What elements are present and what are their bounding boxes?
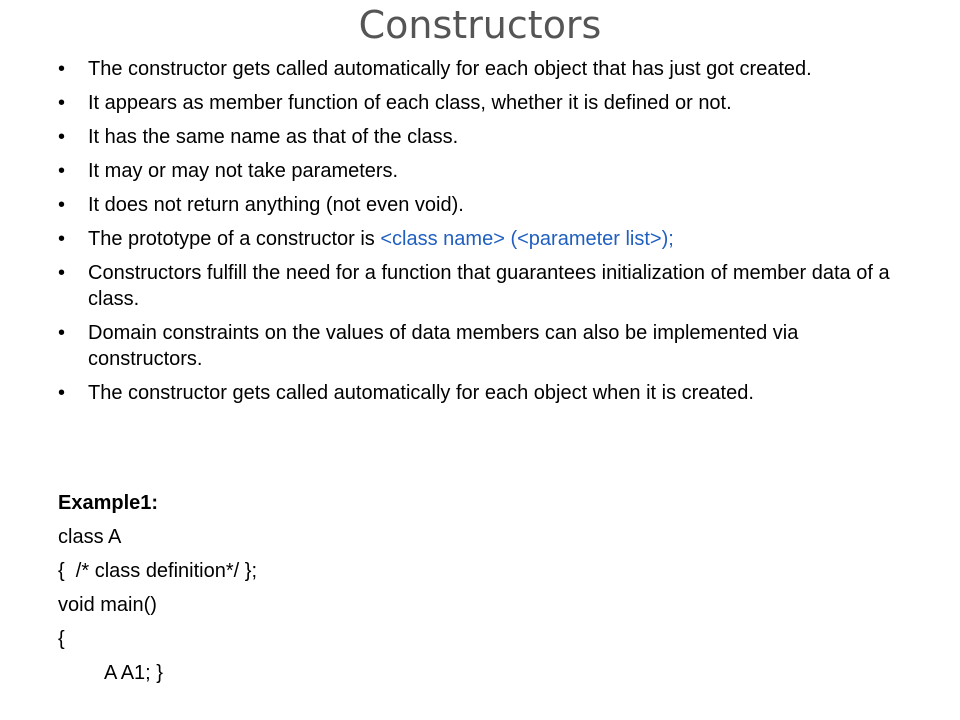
bullet-dot-icon: • — [58, 194, 66, 216]
bullet-item: • It appears as member function of each c… — [58, 90, 908, 116]
bullet-dot-icon: • — [58, 228, 66, 250]
code-line: A A1; } — [104, 662, 163, 684]
example-heading: Example1: — [58, 492, 159, 514]
slide-title: Constructors — [358, 3, 602, 47]
bullet-item: • Domain constraints on the values of dat… — [58, 320, 908, 372]
bullet-text: It does not return anything (not even vo… — [88, 194, 464, 216]
bullet-text: It appears as member function of each cl… — [88, 92, 732, 114]
code-line: class A — [58, 526, 122, 548]
code-line: void main() — [58, 594, 157, 616]
bullet-item: • The constructor gets called automatical… — [58, 56, 908, 82]
bullet-text: It may or may not take parameters. — [88, 160, 399, 182]
bullet-item: • The constructor gets called automatical… — [58, 380, 908, 406]
bullet-dot-icon: • — [58, 322, 66, 344]
bullet-item: • It does not return anything (not even v… — [58, 192, 908, 218]
bullet-item: • It may or may not take parameters. — [58, 158, 908, 184]
bullet-dot-icon: • — [58, 262, 66, 284]
bullet-list: • The constructor gets called automatical… — [58, 56, 908, 414]
bullet-text: The constructor gets called automaticall… — [88, 58, 812, 80]
prototype-code: <class name> (<parameter list>); — [380, 228, 674, 250]
bullet-item: • It has the same name as that of the cla… — [58, 124, 908, 150]
bullet-text: The constructor gets called automaticall… — [88, 382, 754, 404]
bullet-dot-icon: • — [58, 160, 66, 182]
code-line: { — [58, 628, 65, 650]
bullet-item-prototype: • The prototype of a constructor is <clas… — [58, 226, 908, 252]
code-line: { /* class definition*/ }; — [58, 560, 258, 582]
bullet-item: • Constructors fulfill the need for a fun… — [58, 260, 908, 312]
bullet-text: Constructors fulfill the need for a func… — [88, 262, 890, 310]
bullet-dot-icon: • — [58, 126, 66, 148]
example-block: Example1: class A { /* class definition*… — [58, 486, 908, 690]
bullet-dot-icon: • — [58, 92, 66, 114]
bullet-text: Domain constraints on the values of data… — [88, 322, 799, 370]
bullet-text: It has the same name as that of the clas… — [88, 126, 459, 148]
bullet-dot-icon: • — [58, 58, 66, 80]
bullet-dot-icon: • — [58, 382, 66, 404]
bullet-text: The prototype of a constructor is — [88, 228, 381, 250]
